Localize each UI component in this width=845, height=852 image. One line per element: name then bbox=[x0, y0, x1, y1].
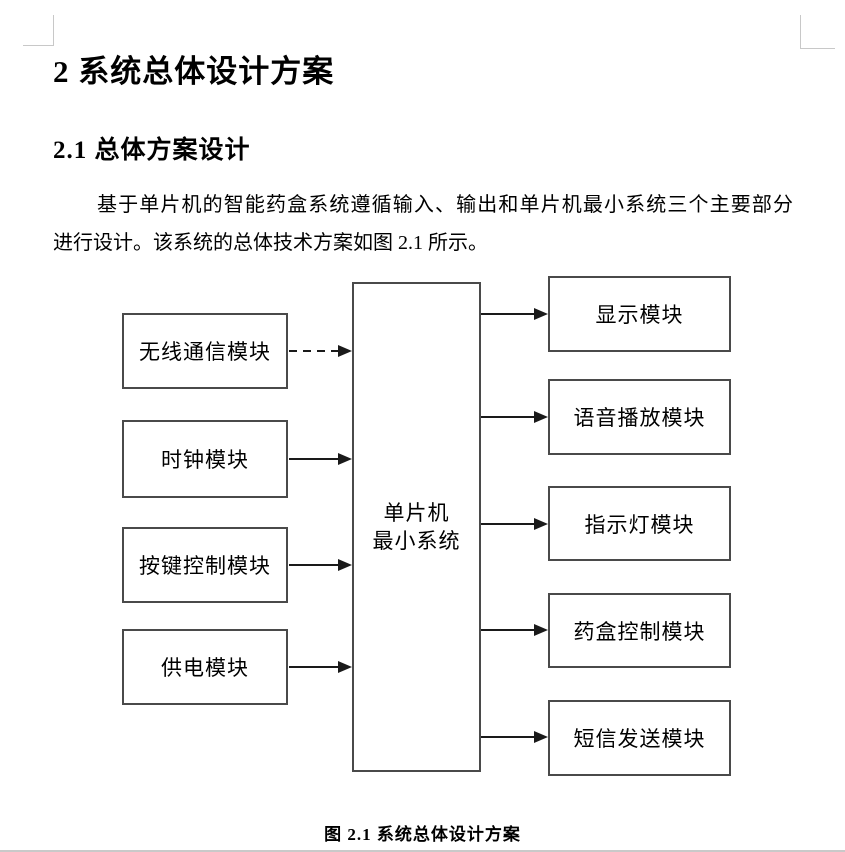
body-paragraph: 基于单片机的智能药盒系统遵循输入、输出和单片机最小系统三个主要部分 进行设计。该… bbox=[53, 186, 793, 262]
box-key-control-module-label: 按键控制模块 bbox=[139, 554, 271, 578]
box-mcu-minimal-system: 单片机 最小系统 bbox=[352, 282, 481, 772]
box-clock-module: 时钟模块 bbox=[122, 420, 288, 498]
box-pillbox-control-module-label: 药盒控制模块 bbox=[573, 619, 706, 644]
body-paragraph-line-2: 进行设计。该系统的总体技术方案如图 2.1 所示。 bbox=[53, 232, 488, 254]
box-display-module: 显示模块 bbox=[548, 276, 731, 352]
arrow-mcu-to-display bbox=[481, 308, 548, 320]
box-wireless-comm-module-label: 无线通信模块 bbox=[139, 340, 271, 364]
box-pillbox-control-module: 药盒控制模块 bbox=[548, 593, 731, 668]
box-power-supply-module-label: 供电模块 bbox=[161, 656, 249, 680]
body-paragraph-line-1: 基于单片机的智能药盒系统遵循输入、输出和单片机最小系统三个主要部分 bbox=[97, 194, 793, 216]
section-heading: 2.1 总体方案设计 bbox=[53, 137, 251, 164]
chapter-heading: 2 系统总体设计方案 bbox=[53, 54, 335, 89]
arrow-wireless-to-mcu-dashed bbox=[289, 345, 352, 357]
arrow-mcu-to-voice bbox=[481, 411, 548, 423]
box-voice-playback-module: 语音播放模块 bbox=[548, 379, 731, 455]
box-indicator-light-module: 指示灯模块 bbox=[548, 486, 731, 561]
box-display-module-label: 显示模块 bbox=[595, 303, 684, 327]
figure-caption: 图 2.1 系统总体设计方案 bbox=[324, 825, 521, 844]
box-power-supply-module: 供电模块 bbox=[122, 629, 288, 705]
mcu-label-line-2: 最小系统 bbox=[372, 529, 461, 553]
box-clock-module-label: 时钟模块 bbox=[161, 448, 249, 472]
arrow-clock-to-mcu bbox=[289, 453, 352, 465]
text-boundary-mark-top-left bbox=[53, 15, 54, 45]
arrow-power-to-mcu bbox=[289, 661, 352, 673]
box-key-control-module: 按键控制模块 bbox=[122, 527, 288, 603]
page-bottom-edge bbox=[0, 850, 845, 852]
arrow-keys-to-mcu bbox=[289, 559, 352, 571]
text-boundary-mark-top-right bbox=[800, 48, 835, 49]
arrow-mcu-to-pillbox bbox=[481, 624, 548, 636]
text-boundary-mark-top-left bbox=[23, 45, 54, 46]
arrow-mcu-to-indicator bbox=[481, 518, 548, 530]
box-sms-send-module-label: 短信发送模块 bbox=[573, 727, 706, 751]
arrow-mcu-to-sms bbox=[481, 731, 548, 743]
box-voice-playback-module-label: 语音播放模块 bbox=[573, 406, 706, 430]
text-boundary-mark-top-right bbox=[800, 15, 801, 48]
box-sms-send-module: 短信发送模块 bbox=[548, 700, 731, 776]
box-wireless-comm-module: 无线通信模块 bbox=[122, 313, 288, 389]
box-indicator-light-module-label: 指示灯模块 bbox=[584, 512, 695, 537]
mcu-label-line-1: 单片机 bbox=[383, 501, 450, 525]
box-mcu-minimal-system-label: 单片机 最小系统 bbox=[373, 499, 461, 555]
